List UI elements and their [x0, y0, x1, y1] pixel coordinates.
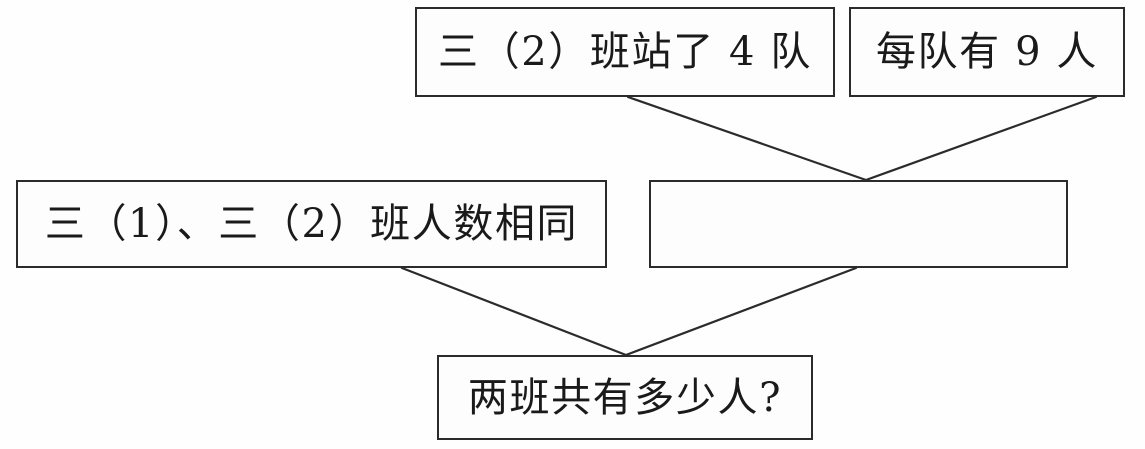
node-question-label: 两班共有多少人?	[467, 374, 783, 421]
node-per-team[interactable]: 每队有 9 人	[849, 7, 1125, 97]
node-class2-teams[interactable]: 三（2）班站了 4 队	[415, 7, 835, 97]
node-blank-answer-box[interactable]	[649, 180, 1068, 268]
node-same-count[interactable]: 三（1）、三（2）班人数相同	[16, 180, 607, 268]
node-question[interactable]: 两班共有多少人?	[437, 355, 813, 440]
connector-same-count-to-question	[400, 266, 628, 357]
connector-blank-to-question	[624, 266, 858, 357]
connector-per-team-to-blank	[864, 95, 1098, 182]
node-class2-teams-label: 三（2）班站了 4 队	[438, 29, 812, 75]
node-same-count-label: 三（1）、三（2）班人数相同	[44, 201, 579, 247]
node-per-team-label: 每队有 9 人	[875, 29, 1099, 75]
connector-class2-teams-to-blank	[626, 95, 868, 182]
